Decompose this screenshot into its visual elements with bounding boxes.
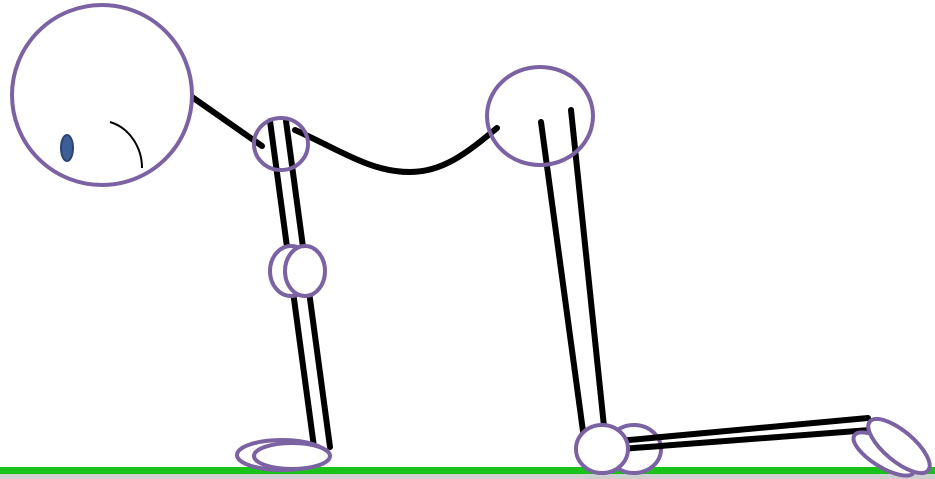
spine (292, 125, 500, 176)
hand-front (252, 441, 332, 471)
elbow-joint-front (283, 244, 327, 298)
ground-line (0, 467, 935, 474)
ground-shadow (0, 473, 935, 479)
shoulder-joint (252, 116, 310, 172)
eye (60, 134, 74, 162)
head (10, 3, 194, 187)
thigh (538, 107, 608, 449)
hip-joint (485, 65, 595, 167)
eyebrow (109, 121, 143, 169)
foot (866, 417, 932, 475)
knee-joint (574, 423, 630, 475)
neck (189, 94, 265, 149)
